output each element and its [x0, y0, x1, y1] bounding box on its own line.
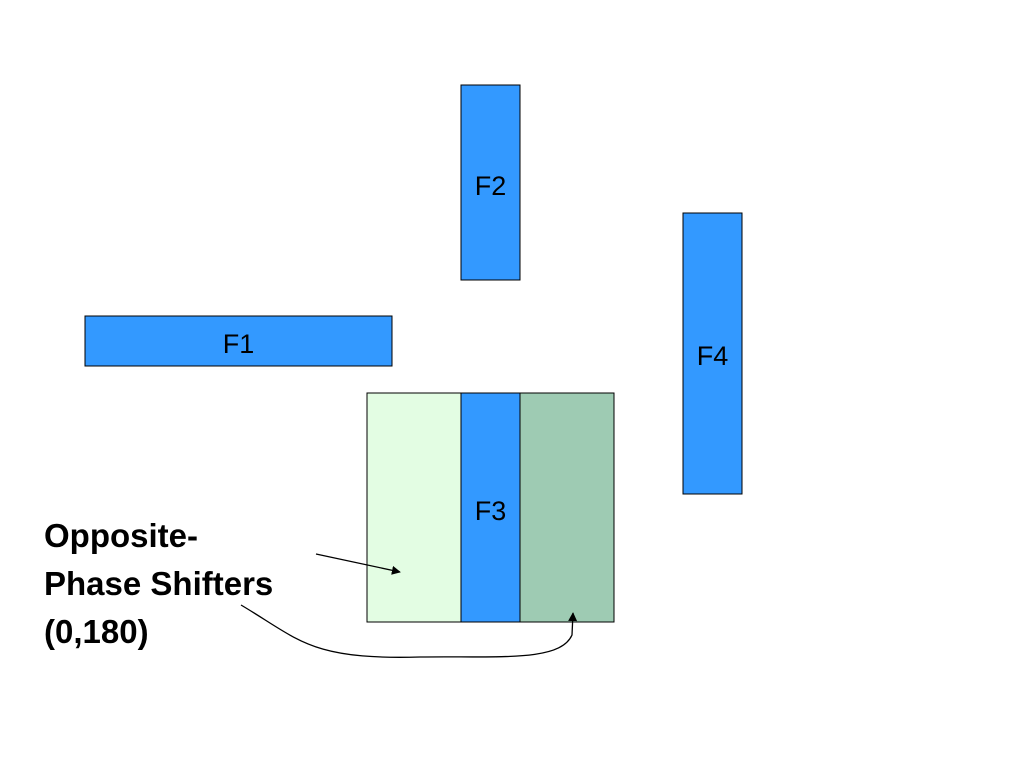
feature-f2: [460, 84, 521, 281]
feature-f1-label: F1: [223, 329, 255, 359]
feature-f4-label: F4: [697, 341, 729, 371]
phase-shifter-0: [366, 392, 462, 623]
feature-f4: [682, 212, 743, 495]
feature-f3: [460, 392, 521, 623]
feature-f2-label: F2: [475, 171, 507, 201]
caption-line-2: Phase Shifters: [44, 565, 274, 602]
caption-line-1: Opposite-: [44, 517, 198, 554]
caption-line-3: (0,180): [44, 613, 149, 650]
arrow-to-shifter-180: [240, 604, 578, 658]
phase-shifter-caption: Opposite- Phase Shifters (0,180): [44, 512, 273, 656]
feature-f1: [84, 315, 393, 367]
phase-shifter-180: [519, 392, 615, 623]
feature-f3-label: F3: [475, 496, 507, 526]
arrow-to-shifter-0: [315, 553, 401, 575]
